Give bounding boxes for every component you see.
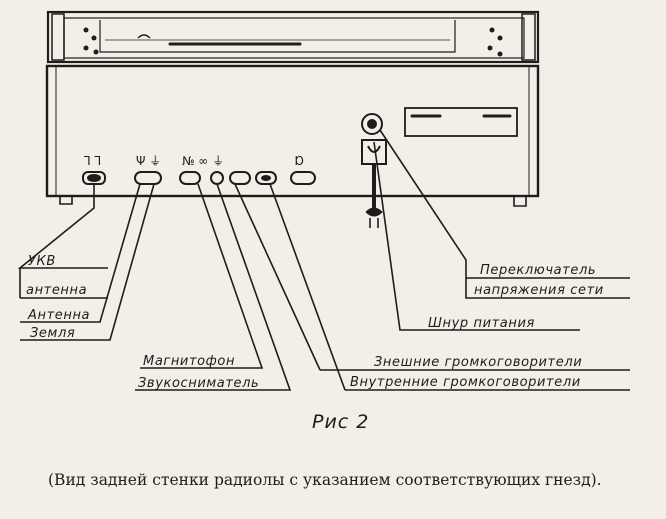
leader-lines: [17, 129, 630, 391]
cabinet-back-panel: [45, 64, 540, 198]
socket-antenna-ground: [134, 171, 162, 185]
label-recorder: Магнитофон: [143, 354, 235, 369]
jack-symbol-recorder-pickup: № ∞ ⏚: [182, 154, 224, 168]
label-ukv-antenna: антенна: [26, 283, 87, 298]
sockets: [82, 171, 316, 185]
socket-pickup: [210, 171, 224, 185]
jack-symbol-speaker: Ɒ: [295, 154, 304, 168]
socket-recorder: [179, 171, 201, 185]
socket-int-speakers: [255, 171, 277, 185]
label-antenna: Антенна: [27, 308, 90, 323]
label-pickup: Звукосниматель: [138, 376, 259, 391]
radiola-lid: [46, 10, 540, 64]
jack-symbol-antenna-ground: Ψ ⏚: [136, 154, 161, 168]
label-switch-line2: напряжения сети: [474, 283, 604, 298]
mains-voltage-switch: [361, 113, 383, 135]
socket-ext-speakers: [229, 171, 251, 185]
label-power-cord: Шнур питания: [428, 316, 535, 331]
lid-hinge-left: [51, 13, 99, 61]
label-ground: Земля: [30, 326, 75, 341]
label-ukv: УКВ: [28, 254, 56, 269]
nameplate: [404, 107, 518, 137]
jack-symbol-ukv: Ꞁ Ꞁ: [84, 154, 101, 168]
label-ext-speakers: Знешние громкоговорители: [374, 355, 582, 370]
label-switch-line1: Переключатель: [480, 263, 596, 278]
lid-hinge-right: [487, 13, 536, 61]
cabinet-feet: [59, 196, 527, 207]
figure-label: Рис 2: [312, 411, 369, 433]
label-int-speakers: Внутренние громкоговорители: [350, 375, 581, 390]
figure-caption: (Вид задней стенки радиолы с указанием с…: [48, 471, 602, 489]
socket-speakers: [290, 171, 316, 185]
power-cord-plug: [361, 139, 387, 228]
